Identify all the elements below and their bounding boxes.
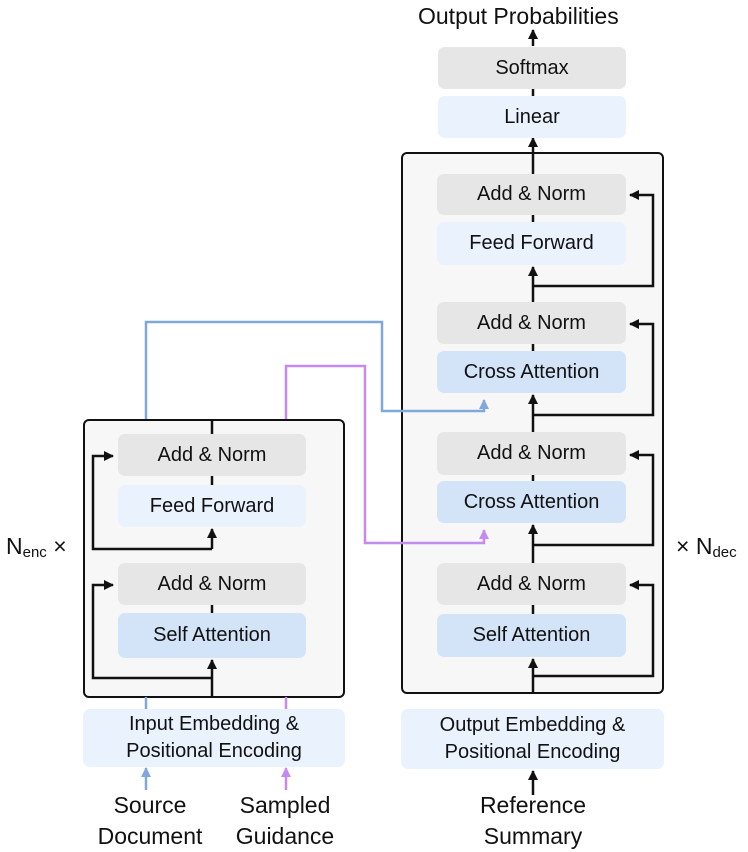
encoder-add-norm-top: Add & Norm [118,434,306,476]
reference-summary-label: Reference Summary [479,792,587,849]
input-embedding-block: Input Embedding & Positional Encoding [83,709,345,767]
guidance-path [281,364,489,790]
decoder-flow [528,29,655,795]
decoder-multiplier: × Ndec [676,533,737,561]
output-embedding-block: Output Embedding & Positional Encoding [401,709,664,769]
linear-block: Linear [438,96,626,138]
softmax-block: Softmax [438,47,626,89]
encoder-flow [91,421,217,697]
decoder-self-attention: Self Attention [437,614,626,657]
decoder-add-norm-1: Add & Norm [437,174,626,215]
decoder-feed-forward: Feed Forward [437,222,626,265]
encoder-feed-forward: Feed Forward [118,485,306,527]
decoder-add-norm-2: Add & Norm [437,302,626,344]
decoder-add-norm-3: Add & Norm [437,432,626,475]
decoder-cross-attention-1: Cross Attention [437,351,626,393]
decoder-add-norm-4: Add & Norm [437,563,626,605]
input-embedding-line2: Positional Encoding [126,740,302,762]
encoder-multiplier: Nenc × [6,533,67,561]
encoder-add-norm-bottom: Add & Norm [118,563,306,605]
sampled-guidance-label: Sampled Guidance [235,792,335,849]
decoder-cross-attention-2: Cross Attention [437,481,626,523]
output-embedding-line1: Output Embedding & [439,714,626,736]
source-path [141,320,489,790]
encoder-self-attention: Self Attention [118,613,306,658]
source-document-label: Source Document [97,792,203,849]
output-probabilities-label: Output Probabilities [418,3,619,29]
input-embedding-line1: Input Embedding & [128,713,300,735]
output-embedding-line2: Positional Encoding [444,741,621,763]
